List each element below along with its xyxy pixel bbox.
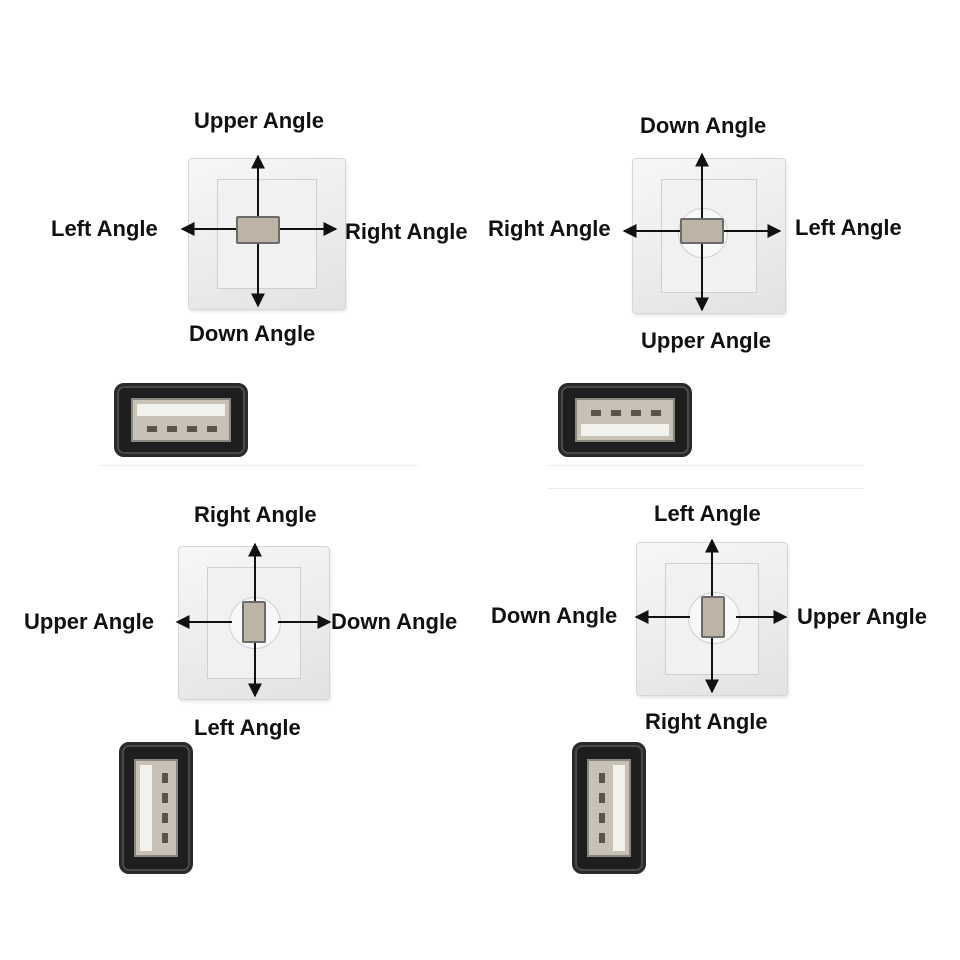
label-left: Upper Angle — [24, 609, 154, 634]
plug-opening — [131, 398, 231, 442]
plug-pin — [207, 426, 217, 432]
plug-tongue — [137, 404, 225, 416]
label-top: Right Angle — [194, 502, 317, 527]
usb-plug-bottom-right — [572, 742, 646, 874]
plug-pin — [162, 813, 168, 823]
label-right: Left Angle — [795, 215, 902, 240]
plug-tongue — [581, 424, 669, 436]
plug-pin — [591, 410, 601, 416]
plug-pin — [162, 833, 168, 843]
plug-tongue — [140, 765, 152, 851]
plug-opening — [134, 759, 178, 857]
plug-pin — [147, 426, 157, 432]
section-divider — [548, 465, 864, 466]
usb-plug-top-left — [114, 383, 248, 457]
plug-opening — [575, 398, 675, 442]
plug-pin — [599, 773, 605, 783]
plug-pin — [599, 833, 605, 843]
plug-pin — [167, 426, 177, 432]
plug-pin — [631, 410, 641, 416]
plug-tongue — [613, 765, 625, 851]
plug-pin — [187, 426, 197, 432]
plug-pin — [162, 773, 168, 783]
usb-plug-top-right — [558, 383, 692, 457]
label-bottom: Down Angle — [189, 321, 316, 346]
label-top: Left Angle — [654, 501, 761, 526]
plug-opening — [587, 759, 631, 857]
label-bottom: Upper Angle — [641, 328, 771, 353]
label-left: Down Angle — [491, 603, 618, 628]
section-divider — [548, 488, 864, 489]
plug-pin — [611, 410, 621, 416]
label-right: Down Angle — [331, 609, 458, 634]
label-left: Left Angle — [51, 216, 158, 241]
plug-pin — [599, 793, 605, 803]
usb-port-top-left — [236, 216, 280, 244]
usb-plug-bottom-left — [119, 742, 193, 874]
plug-pin — [599, 813, 605, 823]
plug-pin — [651, 410, 661, 416]
label-top: Down Angle — [640, 113, 767, 138]
usb-port-bottom-left — [242, 601, 266, 643]
label-top: Upper Angle — [194, 108, 324, 133]
plug-pin — [162, 793, 168, 803]
label-right: Right Angle — [345, 219, 468, 244]
label-bottom: Left Angle — [194, 715, 301, 740]
section-divider — [98, 465, 418, 466]
label-right: Upper Angle — [797, 604, 927, 629]
wall-plate-top-left — [188, 158, 346, 310]
label-bottom: Right Angle — [645, 709, 768, 734]
usb-port-top-right — [680, 218, 724, 244]
usb-port-bottom-right — [701, 596, 725, 638]
label-left: Right Angle — [488, 216, 611, 241]
